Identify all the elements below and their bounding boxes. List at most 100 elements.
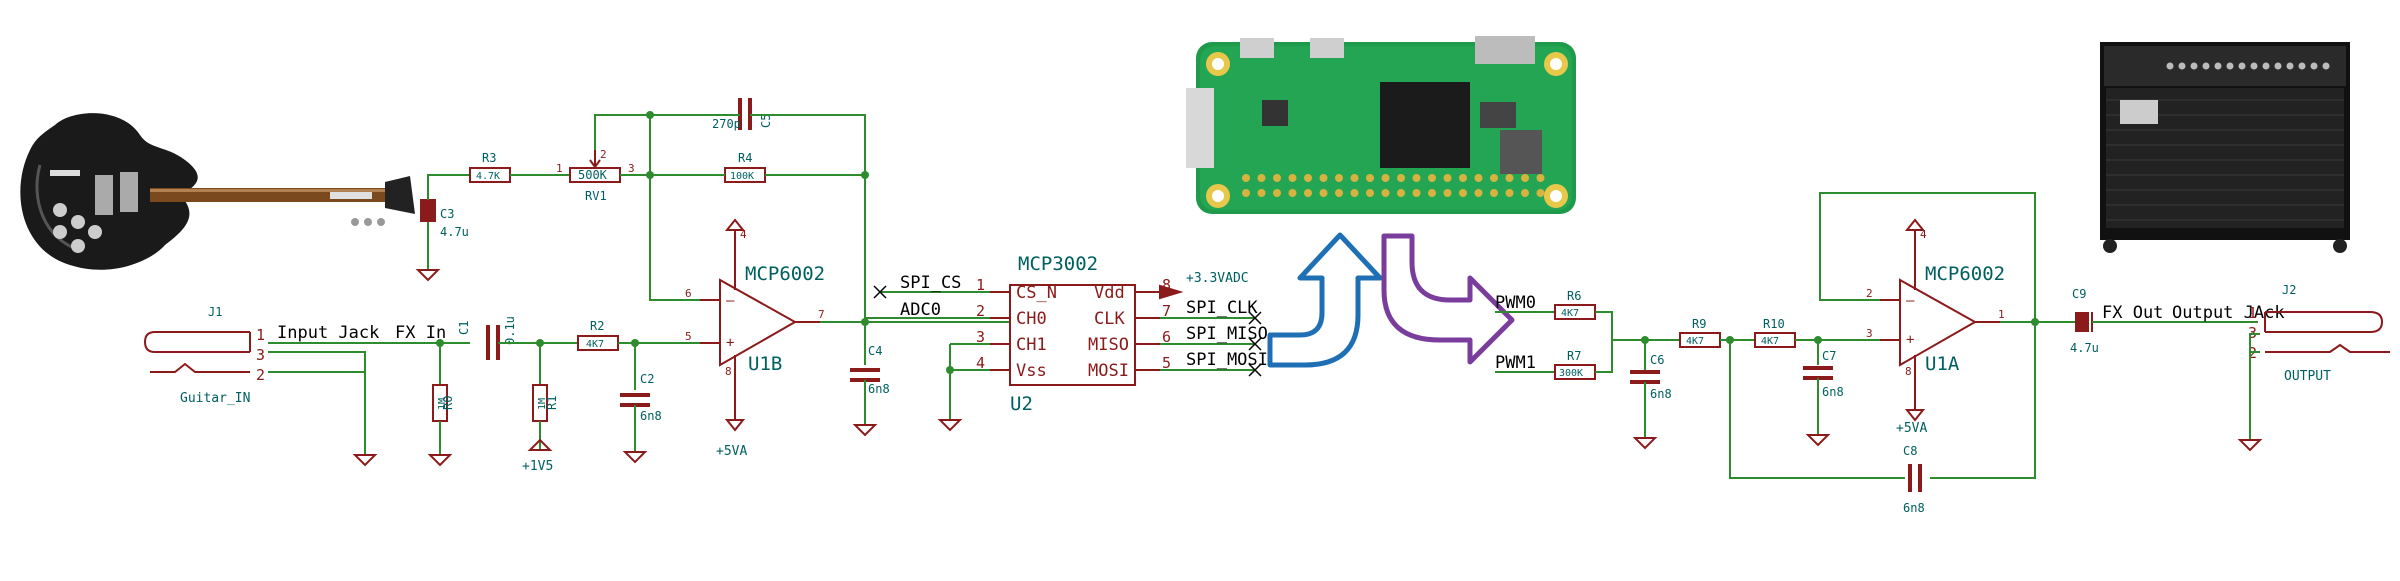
- adc-pin-r2-name: CLK: [1094, 309, 1125, 329]
- fx-out-label: FX Out: [2102, 303, 2163, 323]
- adc0-label: ADC0: [900, 300, 941, 320]
- c3-value: 4.7u: [440, 225, 469, 239]
- opamp-u1a: – + MCP6002 U1A 4 8 2 3 1: [1866, 228, 2005, 410]
- c5-value: 270p: [712, 117, 741, 131]
- pwm1-label: PWM1: [1495, 353, 1536, 373]
- resistor-r6: R6 4K7: [1554, 289, 1596, 320]
- r7-ref: R7: [1567, 349, 1581, 363]
- c9-value: 4.7u: [2070, 341, 2099, 355]
- resistor-r7: R7 300K: [1554, 349, 1596, 380]
- u1b-pin-plus: 5: [685, 330, 692, 343]
- connector-j1: J1 1 3 2: [143, 305, 265, 384]
- spi-clk-label: SPI_CLK: [1186, 298, 1258, 318]
- c2-ref: C2: [640, 372, 654, 386]
- u1a-ref: U1A: [1925, 353, 1960, 375]
- output-label: OUTPUT: [2284, 369, 2331, 384]
- guitar-illustration: [20, 113, 415, 270]
- svg-text:–: –: [1906, 293, 1915, 309]
- r7-value: 300K: [1559, 368, 1583, 379]
- u1b-ref: U1B: [748, 353, 782, 375]
- resistor-r10: R10 4K7: [1754, 317, 1796, 348]
- v33-label: +3.3VADC: [1186, 271, 1249, 286]
- adc-pin-r1-num: 8: [1162, 276, 1171, 294]
- r1-ref: R1: [545, 396, 559, 410]
- c6-ref: C6: [1650, 353, 1664, 367]
- adc-pin-l4-num: 4: [976, 354, 985, 372]
- r10-value: 4K7: [1761, 336, 1779, 347]
- r4-ref: R4: [738, 151, 752, 165]
- c7-ref: C7: [1822, 349, 1836, 363]
- resistor-r0: R0 1M: [432, 384, 455, 422]
- r2-value: 4K7: [586, 339, 604, 350]
- opamp-u1b: – + MCP6002 U1B 4 8 6 5 7: [685, 228, 825, 420]
- v5a-label-2: +5VA: [1896, 421, 1927, 436]
- output-jack-label: Output JAck: [2172, 303, 2285, 323]
- u1b-pin-bot: 8: [725, 365, 732, 378]
- r3-ref: R3: [482, 151, 496, 165]
- adc-pin-r4-num: 5: [1162, 354, 1171, 372]
- arrow-down-icon: [1381, 233, 1515, 365]
- r6-value: 4K7: [1561, 308, 1579, 319]
- adc-pin-r2-num: 7: [1162, 302, 1171, 320]
- c6-value: 6n8: [1650, 387, 1672, 401]
- adc-pin-r4-name: MOSI: [1088, 361, 1129, 381]
- svg-text:–: –: [726, 293, 735, 309]
- r4-value: 100K: [730, 171, 754, 182]
- rv1-pin3: 3: [628, 162, 635, 175]
- c3-ref: C3: [440, 207, 454, 221]
- capacitor-c2: C2 6n8: [620, 372, 662, 423]
- j1-ref: J1: [208, 305, 222, 319]
- input-jack-label: Input Jack: [277, 323, 379, 343]
- c2-value: 6n8: [640, 409, 662, 423]
- arrow-up-icon: [1267, 232, 1383, 368]
- rv1-value: 500K: [578, 168, 608, 182]
- rv1-pin1: 1: [556, 162, 563, 175]
- resistor-r9: R9 4K7: [1679, 317, 1721, 348]
- resistor-r4: R4 100K: [724, 151, 766, 183]
- adc-mcp3002: MCP3002 U2 1 2 3 4 CS_N CH0 CH1 Vss 8 7 …: [976, 253, 1171, 415]
- resistor-r3: R3 4.7K: [469, 151, 511, 183]
- rv1-pin2: 2: [600, 148, 607, 161]
- c4-value: 6n8: [868, 382, 890, 396]
- u1b-pin-out: 7: [818, 308, 825, 321]
- adc-pin-l2-name: CH0: [1016, 309, 1047, 329]
- r3-value: 4.7K: [476, 171, 500, 182]
- spi-miso-label: SPI_MISO: [1186, 324, 1268, 344]
- c1-value: 0.1u: [503, 316, 517, 345]
- v5a-label-1: +5VA: [716, 444, 747, 459]
- adc-pin-l1-name: CS_N: [1016, 283, 1057, 303]
- adc-ref: U2: [1010, 393, 1033, 415]
- v1v5-label: +1V5: [522, 459, 553, 474]
- capacitor-c8: C8 6n8: [1903, 444, 1925, 515]
- u1b-pin-minus: 6: [685, 287, 692, 300]
- c8-ref: C8: [1903, 444, 1917, 458]
- adc-pin-l3-num: 3: [976, 328, 985, 346]
- resistor-r2: R2 4K7: [577, 319, 619, 351]
- u1a-name: MCP6002: [1925, 263, 2005, 285]
- j1-pin2: 2: [256, 366, 265, 384]
- r1-value: 1M: [537, 398, 548, 410]
- capacitor-c4: C4 6n8: [850, 344, 890, 396]
- fx-in-label: FX In: [395, 323, 446, 343]
- r6-ref: R6: [1567, 289, 1581, 303]
- c8-value: 6n8: [1903, 501, 1925, 515]
- j1-pin1: 1: [256, 326, 265, 344]
- u1b-pin-top: 4: [740, 228, 747, 241]
- r9-value: 4K7: [1686, 336, 1704, 347]
- spi-mosi-label: SPI_MOSI: [1186, 350, 1268, 370]
- capacitor-c1: C1 0.1u: [457, 316, 517, 360]
- u1a-pin-minus: 2: [1866, 287, 1873, 300]
- r0-ref: R0: [441, 396, 455, 410]
- capacitor-c7: C7 6n8: [1803, 349, 1844, 399]
- rv1-ref: RV1: [585, 189, 607, 203]
- adc-pin-l1-num: 1: [976, 276, 985, 294]
- svg-text:+: +: [1906, 332, 1914, 348]
- c4-ref: C4: [868, 344, 882, 358]
- adc-pin-r3-num: 6: [1162, 328, 1171, 346]
- capacitor-c9: C9 4.7u: [2070, 287, 2099, 355]
- adc-pin-r3-name: MISO: [1088, 335, 1129, 355]
- j1-pin3: 3: [256, 346, 265, 364]
- u1b-name: MCP6002: [745, 263, 825, 285]
- r2-ref: R2: [590, 319, 604, 333]
